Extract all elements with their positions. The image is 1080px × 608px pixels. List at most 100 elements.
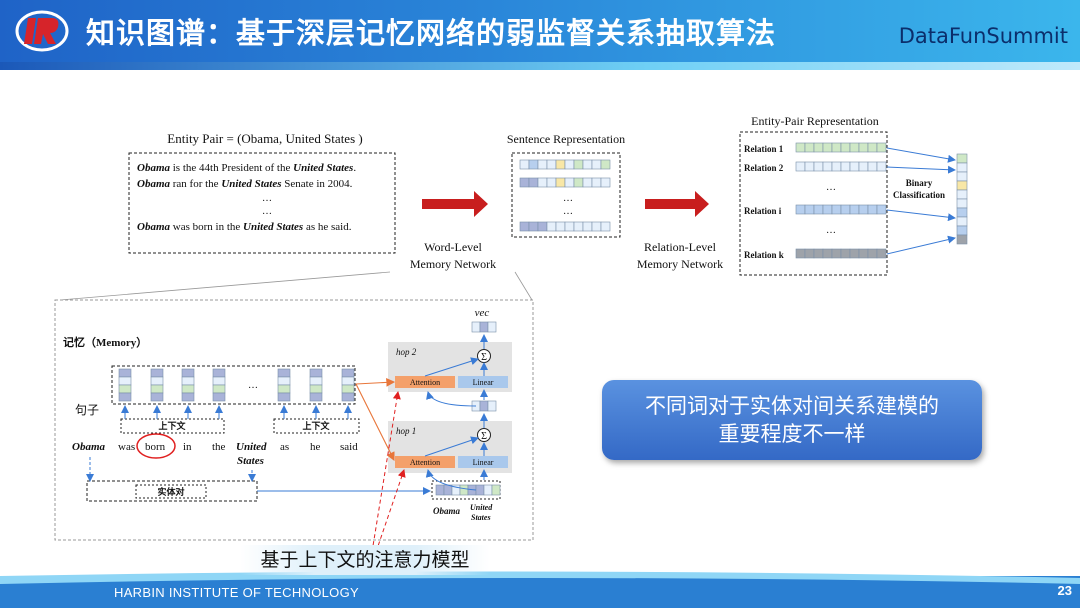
attention-label: Attention <box>410 378 440 387</box>
vector-cell <box>564 221 575 232</box>
vector-cell <box>858 204 869 215</box>
vector-cell <box>341 392 355 402</box>
vector-cell <box>867 248 878 259</box>
vector-cell <box>471 321 481 333</box>
vector-cell <box>813 161 824 172</box>
sum-symbol: Σ <box>481 352 487 363</box>
vector-cell <box>840 142 851 153</box>
vector-cell <box>519 159 530 170</box>
memory-column <box>277 368 291 402</box>
vector-cell <box>582 221 593 232</box>
output-vec <box>471 321 497 333</box>
brand-label: DataFunSummit <box>898 24 1068 48</box>
vector-cell <box>341 384 355 394</box>
vector-cell <box>831 161 842 172</box>
vector-cell <box>181 368 195 378</box>
vector-cell <box>555 177 566 188</box>
vector-cell <box>600 221 611 232</box>
memory-column <box>341 368 355 402</box>
vector-cell <box>181 384 195 394</box>
vector-cell <box>212 384 226 394</box>
vector-cell <box>804 161 815 172</box>
vector-cell <box>309 376 323 386</box>
entity-pair-label: Entity Pair = (Obama, United States ) <box>167 131 362 146</box>
vector-cell <box>867 161 878 172</box>
vector-cell <box>858 248 869 259</box>
highlight-circle <box>136 433 176 459</box>
vector-cell <box>831 142 842 153</box>
vector-cell <box>573 177 584 188</box>
sentence-3: Obama was born in the United States as h… <box>137 221 352 233</box>
vector-cell <box>840 161 851 172</box>
vector-cell <box>118 376 132 386</box>
vector-cell <box>956 162 968 173</box>
binary-classification-label: Classification <box>893 190 945 200</box>
vector-cell <box>459 484 469 496</box>
relation-to-output-arrows <box>886 147 956 255</box>
vector-cell <box>555 159 566 170</box>
relation-level-label: Relation-Level <box>644 240 717 254</box>
word: the <box>212 441 226 453</box>
vector-cell <box>876 204 887 215</box>
zoom-line <box>59 271 391 301</box>
linear-block <box>458 376 508 388</box>
vector-cell <box>309 368 323 378</box>
ellipsis: … <box>826 182 836 193</box>
word-level-label: Memory Network <box>410 257 496 271</box>
vector-cell <box>341 368 355 378</box>
word: he <box>310 441 321 453</box>
word: born <box>145 441 166 453</box>
vector-cell <box>212 376 226 386</box>
vector-cell <box>528 159 539 170</box>
linear-label: Linear <box>473 458 494 467</box>
context-label: 上下文 <box>158 420 186 431</box>
red-arrow <box>422 191 488 217</box>
word: was <box>118 441 135 453</box>
vector-cell <box>181 376 195 386</box>
entity-pair-tag <box>135 484 207 499</box>
page-number: 23 <box>1057 583 1072 598</box>
sentence-words: Obama was born in the Obama as he said <box>72 441 358 453</box>
relation-vector <box>795 161 887 172</box>
vector-cell <box>564 177 575 188</box>
footer-band <box>0 576 1080 608</box>
vector-cell <box>804 248 815 259</box>
vector-cell <box>564 159 575 170</box>
vector-cell <box>277 368 291 378</box>
binary-classification-label: Binary <box>906 178 933 188</box>
vector-cell <box>150 392 164 402</box>
caption-pointer-arrows <box>371 391 406 553</box>
institution-label: HARBIN INSTITUTE OF TECHNOLOGY <box>114 585 359 600</box>
memory-label: 记忆（Memory） <box>63 335 147 349</box>
vector-cell <box>822 248 833 259</box>
vector-cell <box>795 142 806 153</box>
vector-cell <box>591 221 602 232</box>
word-level-label: Word-Level <box>424 240 482 254</box>
entity-word: States <box>471 513 491 522</box>
word-states: States <box>237 455 264 467</box>
vector-cell <box>795 204 806 215</box>
sentence-1: Obama is the 44th President of the Unite… <box>137 162 356 174</box>
word: said <box>340 441 358 453</box>
linear-block <box>458 456 508 468</box>
sentence-2: Obama ran for the United States Senate i… <box>137 178 353 190</box>
word-to-memory-arrows <box>121 405 352 419</box>
vector-cell <box>867 204 878 215</box>
vector-cell <box>150 376 164 386</box>
entity-vectors <box>435 484 501 496</box>
memory-network-panel <box>54 299 534 541</box>
memory-columns <box>118 368 355 402</box>
memory-column <box>181 368 195 402</box>
attention-label: Attention <box>410 458 440 467</box>
vector-cell <box>546 177 557 188</box>
vector-cell <box>537 177 548 188</box>
memory-column <box>150 368 164 402</box>
sentence-rep-box <box>511 152 621 238</box>
vector-cell <box>582 159 593 170</box>
vec-label: vec <box>475 307 490 319</box>
vector-cell <box>795 161 806 172</box>
vector-cell <box>831 248 842 259</box>
vector-cell <box>804 204 815 215</box>
vector-cell <box>956 189 968 200</box>
vector-cell <box>876 161 887 172</box>
